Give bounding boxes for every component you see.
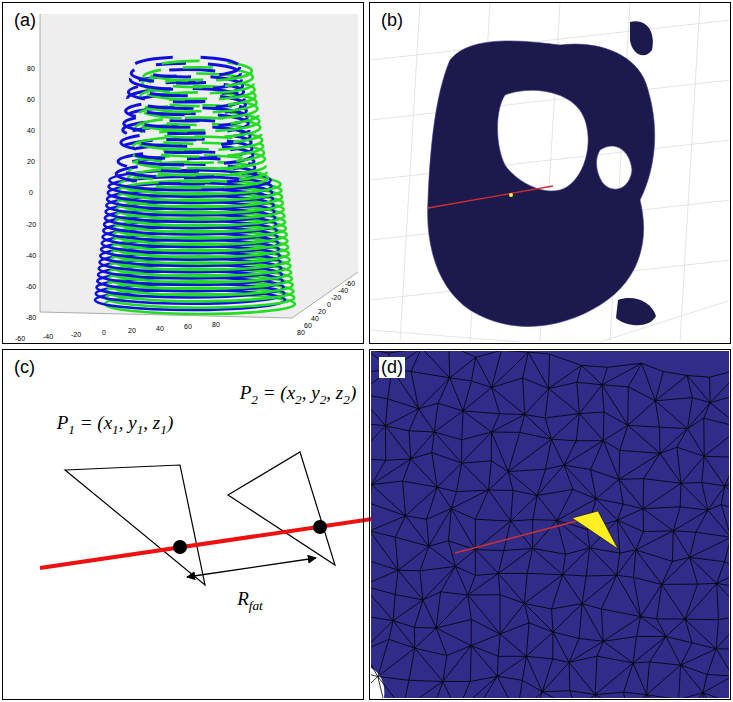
plot-background <box>40 14 358 318</box>
point-equation: P2 = (x2, y2, z2) <box>240 383 357 407</box>
distance-label: Rfat <box>237 589 263 613</box>
surface-view <box>371 3 729 342</box>
axis-tick: -20 <box>331 294 341 301</box>
surface-mesh <box>428 41 655 327</box>
axis-tick: 60 <box>184 323 192 330</box>
panel-label: (a) <box>12 10 38 31</box>
subscript: 1 <box>68 422 75 437</box>
ray-line <box>455 521 577 553</box>
scatter-plot <box>40 14 358 318</box>
axis-tick: -20 <box>26 221 36 228</box>
point-ring <box>132 57 240 77</box>
hit-triangle <box>572 511 618 549</box>
panel-label: (c) <box>12 357 37 378</box>
axis-tick: 80 <box>297 329 305 336</box>
distance-arrow <box>187 558 316 577</box>
axis-tick: 0 <box>327 301 331 308</box>
subscript: 1 <box>112 422 119 437</box>
axis-tick: 40 <box>311 315 319 322</box>
panel-label: (b) <box>379 10 405 31</box>
subscript: 2 <box>343 392 350 407</box>
subscript: fat <box>249 598 263 613</box>
ray-line <box>40 519 372 568</box>
triangle-face <box>65 465 205 585</box>
hit-triangle <box>509 193 513 197</box>
surface-fragment <box>616 298 656 325</box>
point-equation: P1 = (x1, y1, z1) <box>57 413 174 437</box>
axis-tick: -20 <box>71 331 81 338</box>
grid-lines <box>371 3 729 342</box>
intersection-point <box>313 520 327 534</box>
subscript: 2 <box>320 392 327 407</box>
mesh-edge <box>371 351 729 698</box>
axis-tick: 60 <box>304 322 312 329</box>
subscript: 1 <box>137 422 144 437</box>
intersection-schematic <box>40 452 372 585</box>
axis-tick: 80 <box>27 65 35 72</box>
point-rings <box>95 57 295 314</box>
axis-tick: -60 <box>345 280 355 287</box>
axis-tick: 20 <box>27 158 35 165</box>
subscript: 2 <box>251 392 258 407</box>
axis-tick: 20 <box>128 327 136 334</box>
axis-line <box>40 14 41 312</box>
subscript: 1 <box>160 422 167 437</box>
mesh-edges <box>371 351 729 698</box>
axis-tick: -60 <box>26 283 36 290</box>
ray-line <box>428 186 553 208</box>
axis-tick: 80 <box>212 321 220 328</box>
figure-panel: (a) <box>2 2 364 344</box>
figure-panel: (d) <box>369 349 731 700</box>
subscript: 2 <box>295 392 302 407</box>
axis-tick: -40 <box>26 252 36 259</box>
axis-tick: 40 <box>156 325 164 332</box>
axis-tick: -60 <box>15 335 25 342</box>
zoomed-mesh <box>371 351 729 698</box>
axis-tick: 60 <box>27 96 35 103</box>
panel-label: (d) <box>379 357 405 378</box>
axis-tick: 20 <box>318 308 326 315</box>
axis-tick: -40 <box>338 287 348 294</box>
axis-tick: 40 <box>27 127 35 134</box>
axis-tick: 0 <box>102 329 106 336</box>
axis-tick: 0 <box>29 189 33 196</box>
triangle-face <box>228 452 335 565</box>
axis-tick: -80 <box>26 314 36 321</box>
axis-tick: -40 <box>43 333 53 340</box>
surface-fragment <box>630 21 653 55</box>
intersection-point <box>173 540 187 554</box>
figure-panel: (b) <box>369 2 731 344</box>
